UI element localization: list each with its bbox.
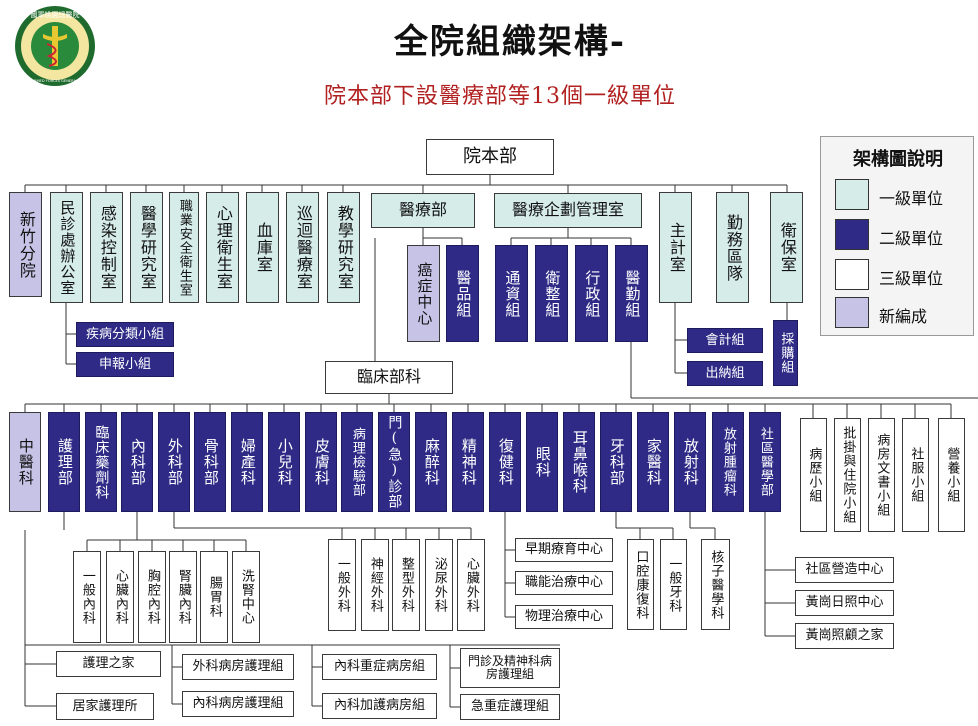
dept-radiology: 放射科 xyxy=(674,412,706,512)
unit-infection-control: 感染控制室 xyxy=(90,192,123,303)
sub-nephrology: 腎臟內科 xyxy=(169,551,197,643)
page-subtitle: 院本部下設醫療部等13個一級單位 xyxy=(324,84,676,109)
legend-swatch-new xyxy=(835,297,869,328)
dept-nursing: 護理部 xyxy=(48,412,80,512)
unit-medical-service-group: 醫勤組 xyxy=(615,245,648,342)
sub-oral-rehab: 口腔康復科 xyxy=(627,539,654,630)
surgical-ward-nursing: 外科病房護理組 xyxy=(182,654,294,680)
dept-pathology: 病理檢驗部 xyxy=(341,412,373,512)
legend-swatch-level2 xyxy=(835,219,869,250)
unit-occupational-safety: 職業安全衛生室 xyxy=(169,192,199,303)
unit-cashier-group: 出納組 xyxy=(687,361,763,386)
legend: 架構圖說明 一級單位 二級單位 三級單位 新編成 xyxy=(820,136,974,336)
unit-hsinchu-branch: 新竹分院 xyxy=(9,192,42,297)
dept-chinese-medicine: 中醫科 xyxy=(9,412,41,512)
sub-day-care-center: 黃崗日照中心 xyxy=(795,590,894,616)
logo-top-text: 國軍桃園總醫院 xyxy=(31,10,80,19)
root-unit: 院本部 xyxy=(426,139,554,175)
dept-dermatology: 皮膚科 xyxy=(305,412,337,512)
group-nutrition: 營養小組 xyxy=(938,418,965,532)
sub-gastroenterology: 腸胃科 xyxy=(200,551,228,643)
group-ward-clerks: 病房文書小組 xyxy=(868,418,895,532)
unit-medical-department: 醫療部 xyxy=(371,193,475,228)
internal-icu-ward: 內科重症病房組 xyxy=(322,654,437,680)
dept-rehabilitation: 復健科 xyxy=(489,412,521,512)
dept-obgyn: 婦產科 xyxy=(231,412,263,512)
legend-swatch-level3 xyxy=(835,259,869,290)
dept-orthopedics: 骨科部 xyxy=(194,412,226,512)
dept-dental: 牙科部 xyxy=(600,412,632,512)
legend-label-level2: 二級單位 xyxy=(879,229,944,248)
unit-health-security: 衛保室 xyxy=(770,192,803,303)
critical-care-nursing: 急重症護理組 xyxy=(460,694,560,720)
unit-civil-clinic-office: 民診處辦公室 xyxy=(50,192,83,303)
dept-psychiatry: 精神科 xyxy=(452,412,484,512)
unit-accounting-office: 主計室 xyxy=(659,192,692,303)
sub-occupational-therapy: 職能治療中心 xyxy=(515,571,613,595)
unit-service-squadron: 勤務區隊 xyxy=(716,192,749,303)
sub-neurosurgery: 神經外科 xyxy=(361,539,389,631)
sub-general-dentistry: 一般牙科 xyxy=(660,539,687,630)
unit-teaching-research: 教學研究室 xyxy=(327,192,360,303)
group-medical-records: 病歷小組 xyxy=(800,418,827,532)
legend-title: 架構圖說明 xyxy=(853,149,943,170)
sub-pulmonology: 胸腔內科 xyxy=(138,551,166,643)
home-nursing: 居家護理所 xyxy=(56,693,154,720)
unit-accounting-group: 會計組 xyxy=(687,328,763,353)
legend-label-level3: 三級單位 xyxy=(879,269,944,288)
sub-nuclear-medicine: 核子醫學科 xyxy=(701,539,730,630)
unit-mobile-medical: 巡迴醫療室 xyxy=(286,192,319,303)
dept-family-medicine: 家醫科 xyxy=(637,412,669,512)
dept-community-medicine: 社區醫學部 xyxy=(749,412,781,512)
unit-medical-research: 醫學研究室 xyxy=(130,192,163,303)
sub-dialysis-center: 洗腎中心 xyxy=(232,551,260,643)
legend-label-level1: 一級單位 xyxy=(879,189,944,208)
unit-health-maintenance-group: 衛整組 xyxy=(535,245,568,342)
logo-bottom-text: TAOYUAN ARMED FORCES GENERAL HOSPITAL xyxy=(12,79,96,83)
sub-cardiology: 心臟內科 xyxy=(106,551,134,643)
sub-cardiac-surgery: 心臟外科 xyxy=(457,539,485,631)
group-registration: 批掛與住院小組 xyxy=(834,418,861,532)
outpatient-psych-nursing: 門診及精神科病房護理組 xyxy=(460,648,560,688)
nursing-home: 護理之家 xyxy=(56,651,161,677)
dept-pharmacy: 臨床藥劑科 xyxy=(85,412,117,512)
unit-quality-group: 醫品組 xyxy=(446,245,479,342)
sub-early-intervention: 早期療育中心 xyxy=(515,538,613,562)
dept-radiation-oncology: 放射腫瘤科 xyxy=(712,412,744,512)
sub-physical-therapy: 物理治療中心 xyxy=(515,605,613,629)
dept-ent: 耳鼻喉科 xyxy=(563,412,595,512)
unit-admin-group: 行政組 xyxy=(575,245,608,342)
sub-care-home: 黃崗照顧之家 xyxy=(795,623,894,649)
group-social-service: 社服小組 xyxy=(902,418,929,532)
dept-ophthalmology: 眼科 xyxy=(526,412,558,512)
dept-internal-medicine: 內科部 xyxy=(121,412,153,512)
sub-urology: 泌尿外科 xyxy=(425,539,453,631)
unit-claims-group: 申報小組 xyxy=(76,352,174,377)
dept-emergency: 門(急)診部 xyxy=(378,412,410,512)
dept-surgery: 外科部 xyxy=(158,412,190,512)
internal-ward-nursing: 內科病房護理組 xyxy=(182,691,294,717)
unit-cancer-center: 癌症中心 xyxy=(407,245,440,342)
unit-purchasing-group: 採購組 xyxy=(773,320,798,386)
page-title: 全院組織架構- xyxy=(393,22,627,62)
sub-general-internal: 一般內科 xyxy=(73,551,101,643)
unit-planning-office: 醫療企劃管理室 xyxy=(494,193,642,228)
legend-swatch-level1 xyxy=(835,179,869,210)
dept-anesthesia: 麻醉科 xyxy=(415,412,447,512)
unit-disease-classification-group: 疾病分類小組 xyxy=(76,322,174,347)
internal-intensive-ward: 內科加護病房組 xyxy=(322,693,437,719)
sub-plastic-surgery: 整型外科 xyxy=(392,539,420,631)
dept-pediatrics: 小兒科 xyxy=(268,412,300,512)
unit-mental-health: 心理衛生室 xyxy=(206,192,239,303)
unit-blood-bank: 血庫室 xyxy=(246,192,279,303)
legend-label-new: 新編成 xyxy=(879,307,928,326)
hospital-logo: 國軍桃園總醫院 TAOYUAN ARMED FORCES GENERAL HOS… xyxy=(9,4,101,88)
clinical-department: 臨床部科 xyxy=(325,361,453,394)
sub-community-building: 社區營造中心 xyxy=(795,557,894,583)
sub-general-surgery: 一般外科 xyxy=(328,539,356,631)
unit-it-group: 通資組 xyxy=(495,245,528,342)
